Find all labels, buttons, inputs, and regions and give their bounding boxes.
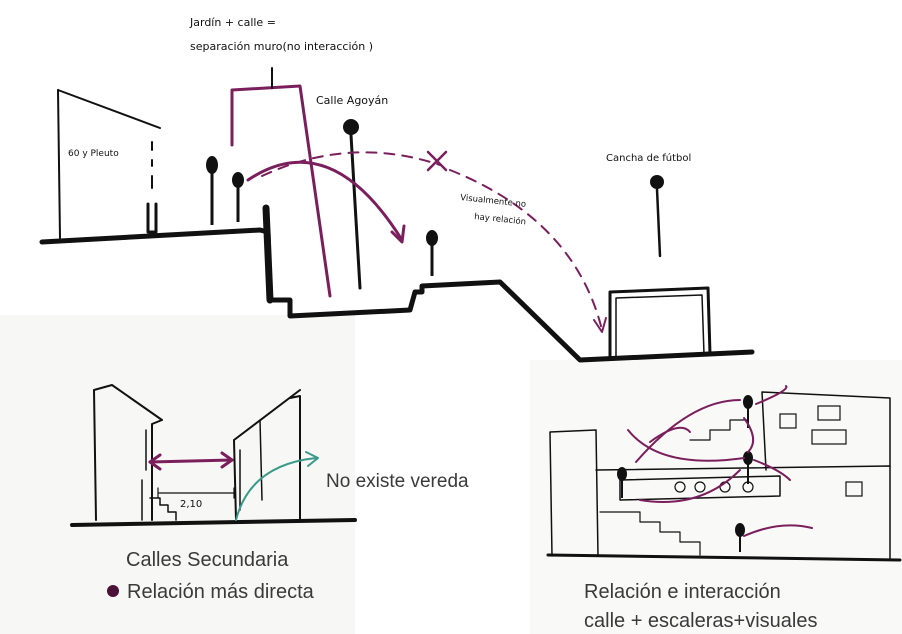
sidewalk-arrow-head bbox=[305, 451, 319, 467]
visual-note-line1: Visualmente no bbox=[460, 193, 527, 210]
interaction-arrow-heads bbox=[148, 451, 234, 471]
left-block bbox=[549, 429, 599, 557]
sidewalk-arrow bbox=[235, 457, 317, 521]
goal-frame bbox=[608, 286, 712, 358]
building-post bbox=[146, 202, 158, 234]
secondary-caption: Calles Secundaria bbox=[126, 549, 289, 571]
balcony bbox=[619, 475, 781, 501]
upper-building bbox=[761, 391, 891, 471]
stairs-ground bbox=[546, 553, 902, 562]
right-building bbox=[233, 389, 301, 521]
sight-line-lower bbox=[449, 169, 603, 331]
view-arrow-head bbox=[390, 224, 406, 244]
goal-frame-inner bbox=[615, 294, 705, 357]
building-roof bbox=[57, 89, 161, 129]
width-label: 2,10 bbox=[180, 499, 202, 510]
right-building-detail bbox=[239, 419, 263, 511]
interaction-arrow bbox=[148, 458, 234, 464]
street-label: Calle Agoyán bbox=[316, 94, 388, 107]
stairs-interaction-arrows bbox=[627, 385, 813, 537]
separation-bracket bbox=[230, 84, 332, 298]
sketch-paper-left bbox=[0, 315, 355, 634]
window-2 bbox=[811, 429, 847, 445]
ground-profile bbox=[265, 229, 755, 363]
top-section-drawing bbox=[39, 67, 755, 363]
left-building-detail bbox=[141, 429, 147, 521]
street-steps bbox=[149, 497, 177, 521]
field-lamp-head bbox=[650, 175, 664, 189]
building-label: 60 y Pleuto bbox=[68, 149, 119, 159]
lower-stairs bbox=[599, 511, 701, 556]
left-building bbox=[93, 384, 163, 521]
lamp-pole bbox=[349, 133, 362, 290]
stairs-caption-line1: Relación e interacción bbox=[584, 581, 781, 603]
window-4 bbox=[845, 481, 863, 497]
sight-arrow-head bbox=[593, 317, 607, 333]
building-wall bbox=[57, 89, 61, 239]
stairs-sketch bbox=[546, 385, 902, 562]
visual-note-line2: hay relación bbox=[474, 211, 527, 227]
stairs-caption-line2: calle + escaleras+visuales bbox=[584, 610, 817, 632]
secondary-street-sketch bbox=[70, 384, 357, 597]
person-pins bbox=[206, 156, 438, 276]
field-label: Cancha de fútbol bbox=[606, 152, 691, 164]
sight-line-upper bbox=[261, 151, 441, 177]
lamp-head bbox=[343, 119, 359, 135]
width-dimension bbox=[157, 487, 235, 499]
annotation-line1: Jardín + calle = bbox=[189, 16, 276, 29]
field-lamp-pole bbox=[655, 187, 662, 258]
window-1 bbox=[817, 405, 841, 421]
no-relation-cross bbox=[426, 150, 448, 172]
annotation-line2: separación muro(no interacción ) bbox=[190, 40, 373, 53]
secondary-bullet-text: Relación más directa bbox=[127, 581, 315, 603]
no-sidewalk-label: No existe vereda bbox=[326, 471, 469, 492]
retaining-wall bbox=[262, 204, 274, 304]
window-3 bbox=[779, 413, 797, 429]
street-ground bbox=[70, 518, 357, 527]
view-arrow bbox=[246, 160, 404, 242]
bullet-dot bbox=[107, 585, 119, 597]
